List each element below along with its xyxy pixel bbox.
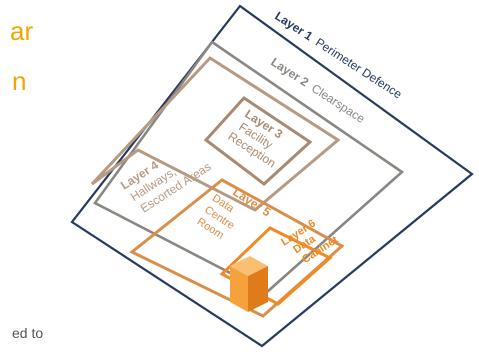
layer-4-label: Layer 4 Hallways, Escorted Areas <box>118 158 214 216</box>
heading-line-1-fragment: ar <box>10 16 33 46</box>
footnote-fragment: ed to <box>12 325 43 341</box>
layer-3-reception-outline <box>203 96 313 186</box>
server-cabinet-icon <box>230 256 268 312</box>
layer-6-label: Layer 6 Data Cabinet <box>279 217 341 265</box>
layer-5-label: Layer 5 Data Centre Room <box>195 185 274 242</box>
layer-1-perimeter-outline <box>70 4 474 348</box>
layer-2-label-text: Clearspace <box>309 81 368 126</box>
heading-line-2-fragment: n <box>12 66 26 96</box>
layer-1-label: Layer 1 Perimeter Defence <box>272 9 404 102</box>
layer-6-cabinet-outline <box>219 226 333 306</box>
layer-1-label-bold: Layer 1 <box>272 9 315 44</box>
layer-5-data-centre-outline <box>129 178 345 318</box>
layer-4-hallways-outline <box>90 56 341 212</box>
